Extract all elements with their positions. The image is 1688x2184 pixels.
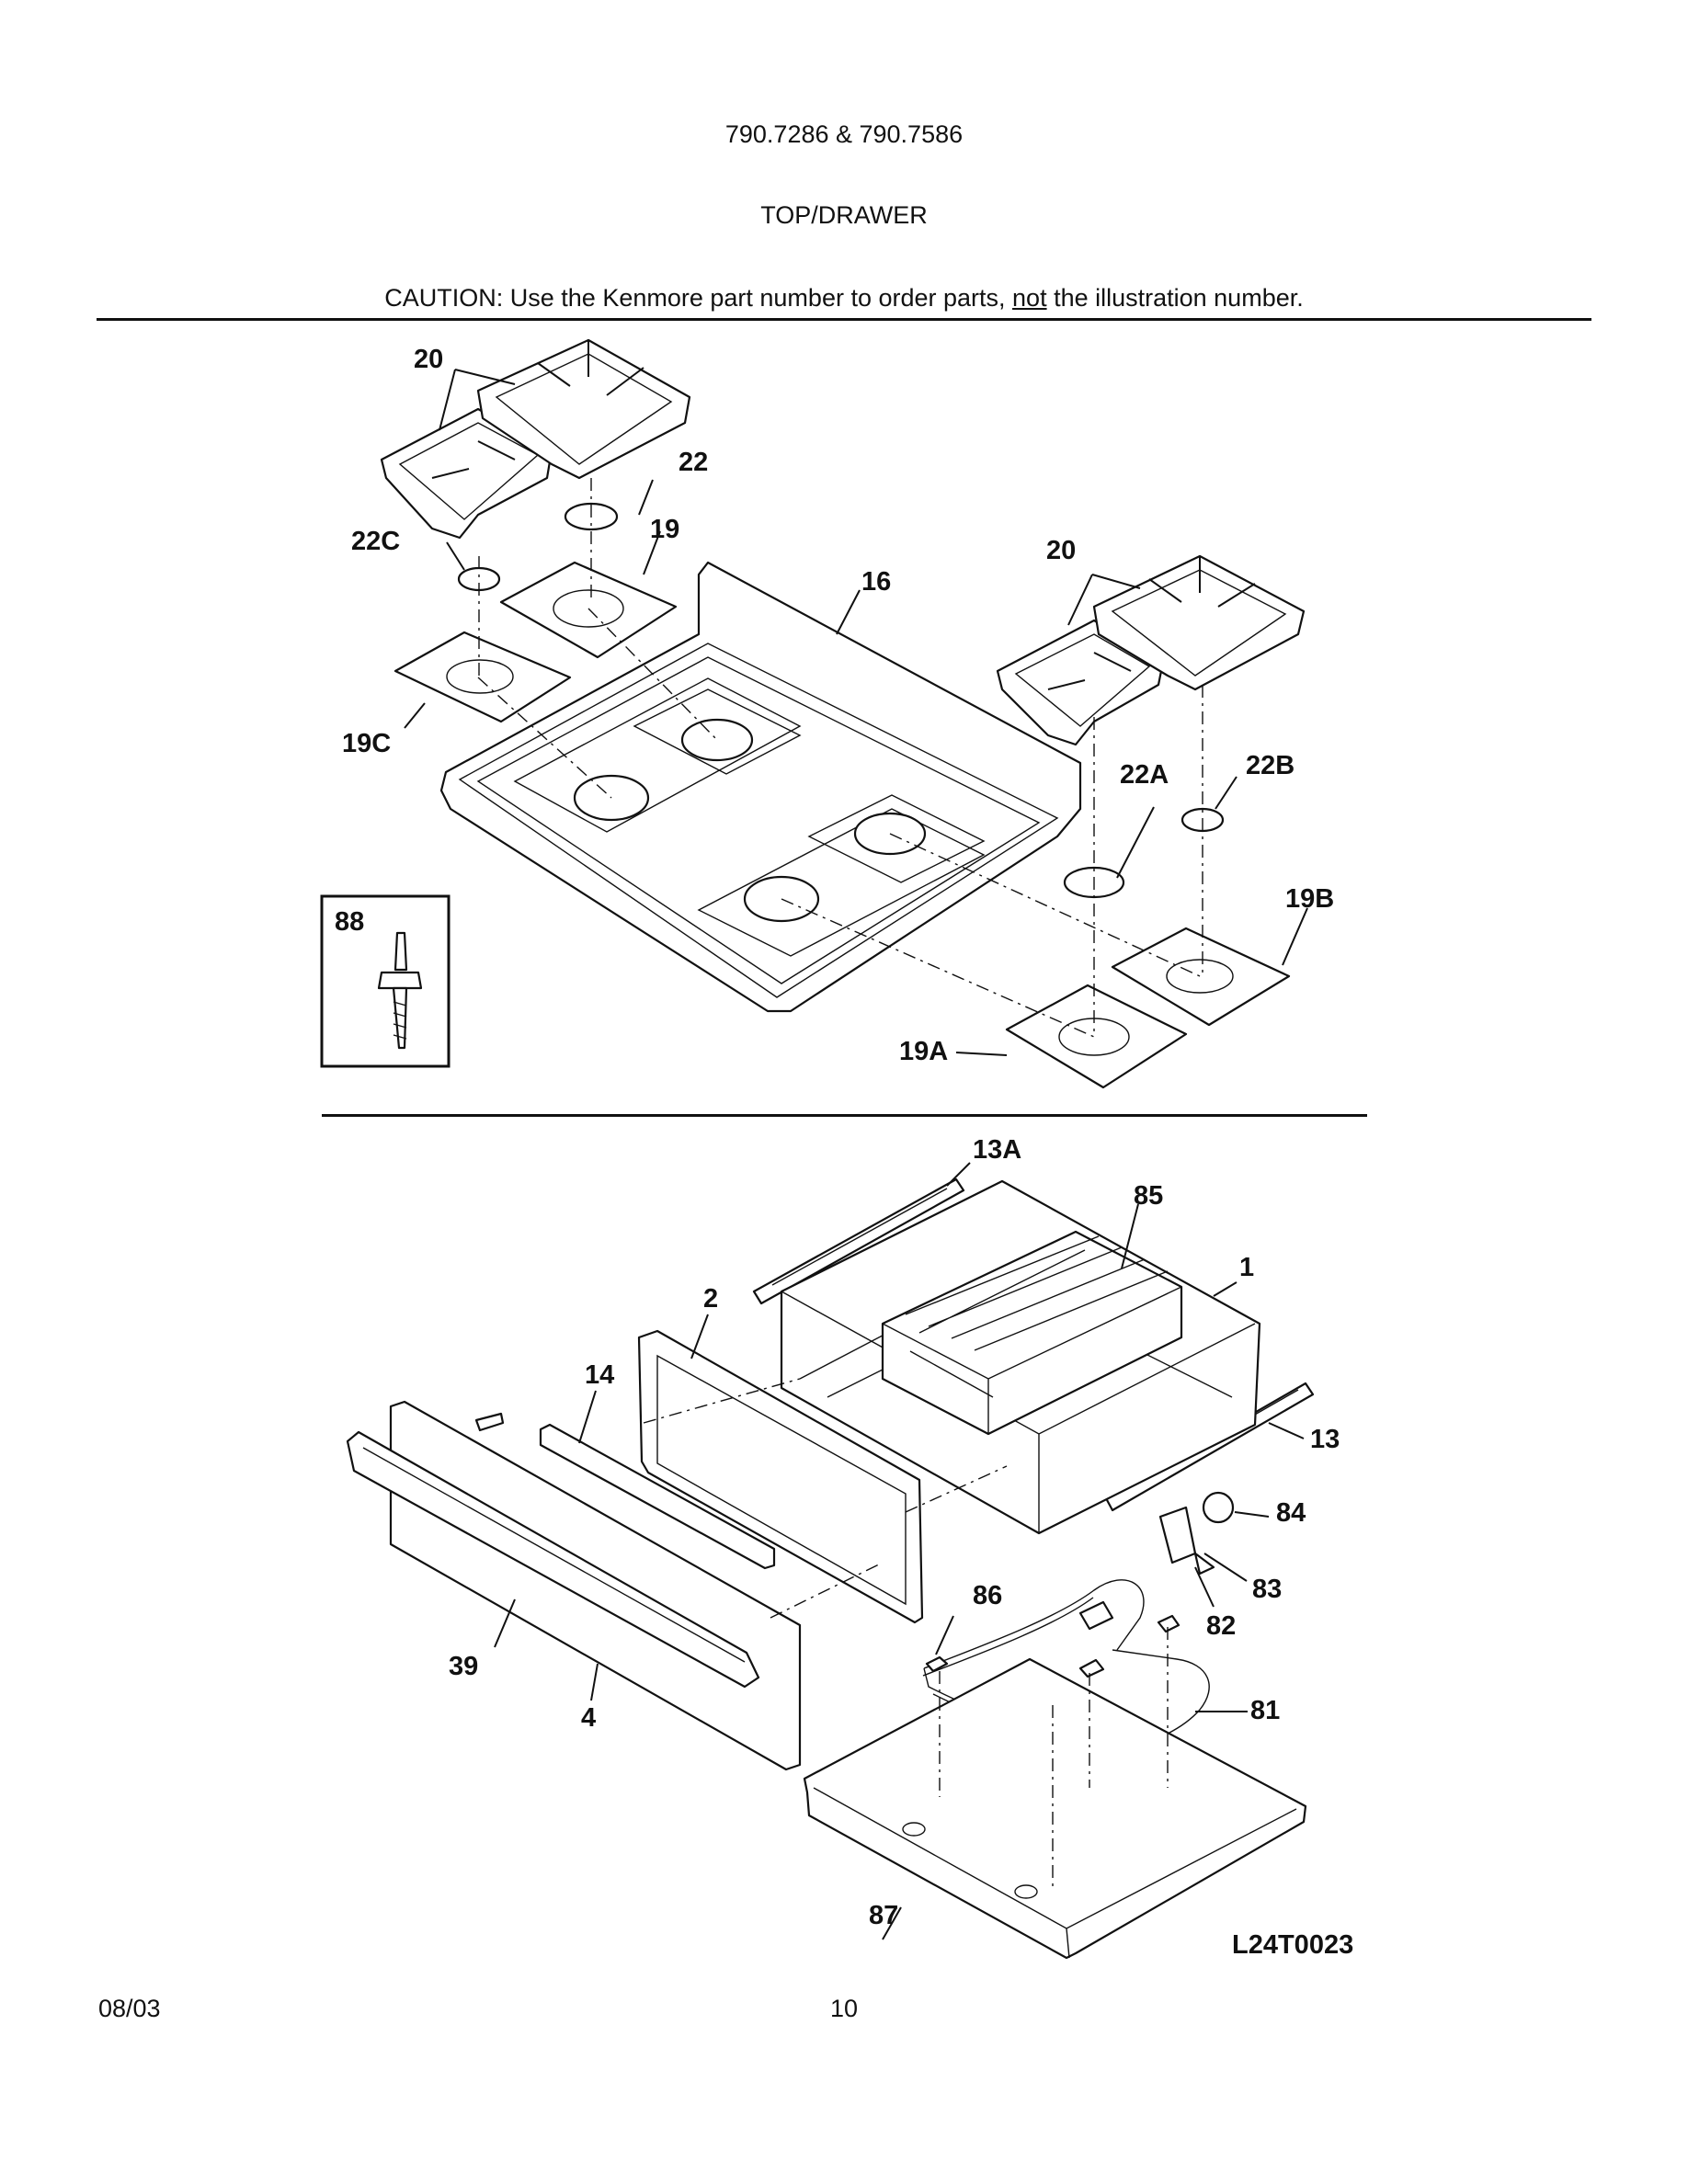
callout-4: 4	[581, 1703, 596, 1733]
callout-81: 81	[1250, 1696, 1280, 1725]
caution-note: CAUTION: Use the Kenmore part number to …	[0, 284, 1688, 313]
trim-strip-14	[539, 1423, 776, 1570]
callout-82: 82	[1206, 1611, 1236, 1641]
callout-83: 83	[1252, 1575, 1282, 1604]
callout-88: 88	[335, 907, 364, 937]
callout-39: 39	[449, 1652, 478, 1681]
leader-lines-top	[404, 369, 1308, 1056]
oven-rack-85	[881, 1230, 1183, 1436]
drawing-id: L24T0023	[1232, 1930, 1353, 1960]
callout-2: 2	[703, 1284, 718, 1314]
drawer-bottom-87	[803, 1657, 1307, 1960]
igniter-parts-82-84	[1158, 1491, 1235, 1575]
callout-85: 85	[1134, 1181, 1163, 1211]
callout-14: 14	[585, 1360, 614, 1390]
callout-19c: 19C	[342, 729, 391, 758]
drawer-rail-13a	[752, 1177, 965, 1305]
drawer-panel-2	[637, 1329, 924, 1624]
callout-1: 1	[1239, 1253, 1254, 1282]
inset-part-88	[320, 894, 451, 1068]
header-divider	[97, 318, 1591, 321]
callout-20-left: 20	[414, 345, 443, 374]
caution-text-end: the illustration number.	[1046, 284, 1304, 312]
drawer-front-4	[346, 1400, 802, 1771]
caution-emphasis: not	[1012, 284, 1047, 312]
grate-20-left	[380, 338, 691, 540]
grate-20-right	[996, 554, 1306, 746]
callout-20-right: 20	[1046, 536, 1076, 565]
callout-86: 86	[973, 1581, 1002, 1610]
callout-22c: 22C	[351, 527, 400, 556]
section-title: TOP/DRAWER	[760, 201, 928, 229]
callout-87: 87	[869, 1901, 898, 1930]
model-numbers: 790.7286 & 790.7586	[724, 120, 964, 148]
leader-lines-bottom	[494, 1162, 1305, 1940]
footer-date: 08/03	[98, 1995, 161, 2022]
callout-84: 84	[1276, 1498, 1306, 1528]
callout-22b: 22B	[1246, 751, 1295, 780]
element-bracket-86	[925, 1600, 1180, 1678]
callout-19: 19	[650, 515, 679, 544]
callout-22: 22	[679, 448, 708, 477]
drip-pan-19a	[1005, 984, 1188, 1089]
drip-pan-19c	[393, 631, 572, 723]
drip-pan-19	[499, 561, 678, 659]
callout-16: 16	[861, 567, 891, 597]
cooktop-16	[439, 561, 1082, 1013]
screw	[474, 1412, 505, 1432]
callout-19a: 19A	[899, 1037, 948, 1066]
callout-22a: 22A	[1120, 760, 1169, 790]
callout-13: 13	[1310, 1425, 1340, 1454]
callout-19b: 19B	[1285, 884, 1334, 914]
callout-labels: 20 22 22C 19 16 20 19C 22A 22B 88 19B 19…	[335, 345, 1353, 1960]
caution-text-start: CAUTION: Use the Kenmore part number to …	[384, 284, 1013, 312]
footer-page-number: 10	[830, 1995, 859, 2022]
callout-13a: 13A	[973, 1135, 1021, 1165]
section-divider	[322, 1114, 1367, 1117]
drip-pan-19b	[1111, 927, 1291, 1027]
